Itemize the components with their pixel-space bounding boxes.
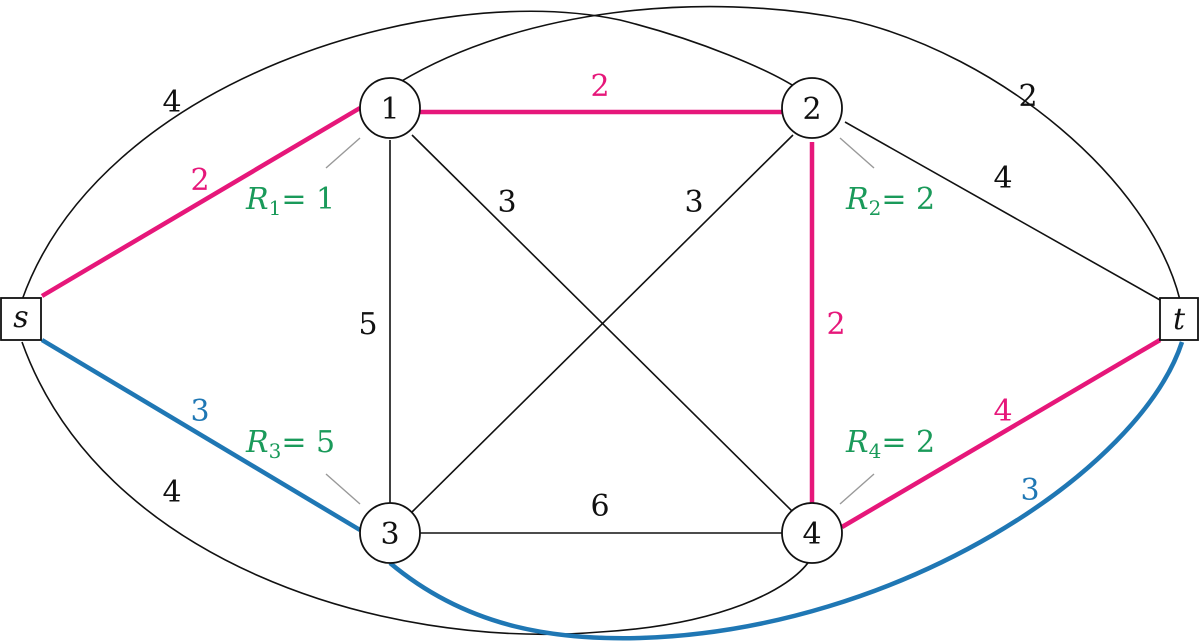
node-2: 2 [781,77,843,139]
resource-leaders [325,137,875,505]
resource-labels: R1= 1 R2= 2 R3= 5 R4= 2 [245,182,935,463]
edge-s-4-arc [21,341,811,635]
weight-s-top-arc: 4 [162,85,181,120]
weight-3-t-arc: 3 [1020,473,1039,508]
leader-r4 [839,473,875,505]
resource-r3: R3= 5 [245,425,335,463]
weight-2-t: 4 [993,161,1012,196]
edge-3-t-arc [388,341,1185,641]
node-s-label: s [13,300,28,335]
pink-path [40,106,1162,529]
weight-1-2: 2 [590,69,609,104]
edge-s-1 [40,106,362,298]
weight-3-4: 6 [590,489,609,524]
weight-1-4: 3 [497,185,516,220]
node-1-label: 1 [380,92,399,127]
leader-r2 [839,137,875,169]
edge-s-2-arc [21,10,801,301]
resource-r2: R2= 2 [845,182,935,220]
weight-s-1: 2 [190,163,209,198]
weight-s-3: 3 [190,394,209,429]
node-1: 1 [359,77,421,139]
weight-s-bottom-arc: 4 [162,475,181,510]
weight-1-3: 5 [358,307,377,342]
node-4-label: 4 [802,517,821,552]
leader-r3 [325,473,361,505]
node-3: 3 [359,502,421,564]
node-t-label: t [1173,302,1186,337]
blue-path [40,338,1185,641]
node-s: s [0,297,42,341]
edge-s-3 [40,338,362,532]
node-t: t [1159,297,1199,341]
weight-2-3: 3 [684,185,703,220]
resource-r1: R1= 1 [245,182,335,220]
node-3-label: 3 [380,517,399,552]
black-edges [21,5,1181,635]
weight-2-4: 2 [826,307,845,342]
edge-2-3 [411,134,794,513]
edge-1-t-arc [399,5,1181,301]
weight-4-t: 4 [993,394,1012,429]
edge-4-t [840,338,1162,529]
weight-t-top-arc: 2 [1018,79,1037,114]
edge-2-t [844,121,1161,301]
resource-r4: R4= 2 [845,425,935,463]
edge-weights: 4 2 4 2 2 3 3 4 5 2 3 6 4 3 [162,69,1039,524]
node-4: 4 [781,502,843,564]
node-2-label: 2 [802,92,821,127]
leader-r1 [325,137,361,169]
